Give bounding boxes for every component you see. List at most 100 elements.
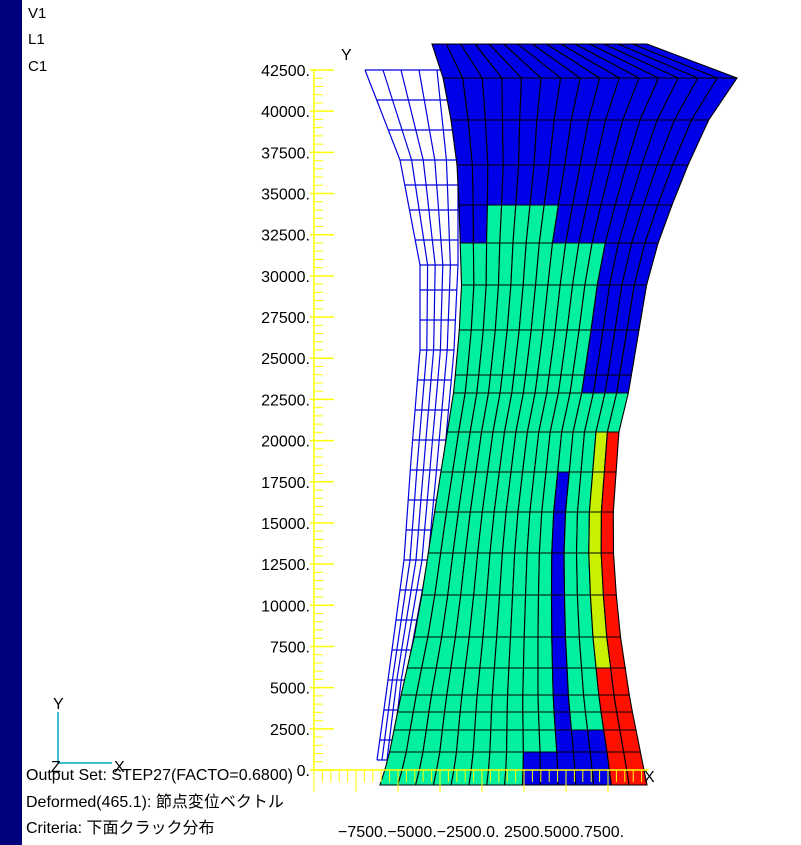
triad-x-label: X [114,759,125,776]
y-tick-label: 22500. [261,392,310,409]
mesh-element [623,751,645,771]
mesh-element [619,729,642,753]
mesh-element [422,729,444,753]
mesh-element [603,431,620,473]
mesh-element [553,711,573,731]
mesh-element [537,552,553,596]
y-tick-label: 27500. [261,310,310,327]
mesh-element [484,119,504,166]
mesh-element [479,636,498,669]
output-set-label: Output Set: STEP27(FACTO=0.6800) [26,767,293,784]
y-tick-label: 30000. [261,269,310,286]
y-tick-label: 10000. [261,598,310,615]
mesh-element [512,552,528,596]
mesh-element [435,751,458,771]
y-tick-label: 17500. [261,475,310,492]
mesh-element [505,751,524,771]
mesh-element [539,751,559,771]
y-axis-name: Y [341,47,352,64]
mesh-element [567,694,587,713]
y-tick-label: 25000. [261,351,310,368]
mesh-element [490,694,509,713]
view-number-label: V1 [28,5,47,22]
mesh-element [428,694,448,713]
mesh-element [453,751,474,771]
mesh-element [589,751,611,771]
mesh-element [521,769,541,786]
mesh-element [522,729,541,753]
mesh-element [522,751,541,771]
mesh-element [486,164,504,206]
triad-y-label: Y [53,696,64,713]
mesh-element [551,636,568,669]
mesh-element [490,711,508,731]
mesh-element [523,594,540,638]
view-triad: Y X Z [51,696,125,776]
y-tick-label: 12500. [261,557,310,574]
mesh-element [471,164,489,206]
mesh-element [551,511,567,554]
mesh-element [572,751,593,771]
mesh-element [537,711,556,731]
mesh-element [474,711,493,731]
mesh-element [450,769,472,786]
mesh-element [425,711,446,731]
mesh-element [485,242,501,286]
mesh-element [508,636,525,669]
mesh-element [493,636,512,669]
y-tick-label: 0. [297,763,310,780]
mesh-element [552,694,571,713]
mesh-element [550,594,567,638]
mesh-element [591,769,613,786]
x-tick-labels: −7500.−5000.−2500.0. 2500.5000.7500. [338,824,624,841]
y-tick-label: 5000. [270,681,310,698]
mesh-element [496,594,514,638]
mesh-element [443,694,463,713]
y-tick-label: 32500. [261,228,310,245]
mesh-element [569,711,589,731]
mesh-element [575,552,591,596]
mesh-element [491,667,510,696]
mesh-element [475,694,493,713]
mesh-element [582,694,602,713]
mesh-element [537,594,553,638]
model-canvas[interactable]: YX42500.40000.37500.35000.32500.30000.27… [22,0,801,845]
mesh-element [441,711,461,731]
triad-z-label: Z [51,759,61,776]
y-tick-label: 20000. [261,434,310,451]
mesh-element [600,552,617,596]
mesh-element [459,694,478,713]
deformed-label: Deformed(465.1): 節点変位ベクトル [26,794,284,811]
mesh-element [468,769,490,786]
axis-scale: YX42500.40000.37500.35000.32500.30000.27… [261,47,655,841]
mesh-element [472,729,492,753]
mesh-element [439,729,460,753]
color-label: C1 [28,58,48,75]
mesh-element [432,769,455,786]
mesh-element [537,636,554,669]
mesh-element [613,694,634,713]
mesh-element [600,511,615,554]
mesh-element [570,729,591,753]
mesh-element [456,164,474,206]
mesh-element [501,119,521,166]
mesh-element [409,711,430,731]
mesh-element [550,552,566,596]
mesh-element [616,711,637,731]
mesh-element [481,77,504,121]
x-axis-name: X [644,769,655,786]
mesh-element [551,667,569,696]
mesh-element [522,711,540,731]
mesh-element [537,694,555,713]
mesh-element [487,751,508,771]
mesh-element [472,204,488,244]
mesh-element [455,729,476,753]
criteria-label: Criteria: 下面クラック分布 [26,820,215,837]
mesh-element [538,729,558,753]
mesh-element [537,667,554,696]
mesh-element [522,636,539,669]
mesh-element [489,729,508,753]
mesh-element [470,751,491,771]
